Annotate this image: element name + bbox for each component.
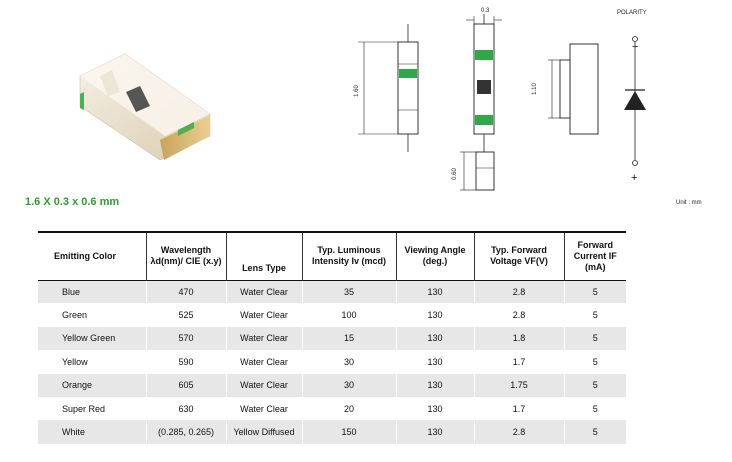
cell-emitting-color: Yellow — [62, 356, 88, 367]
cell-forward-current: 5 — [563, 396, 626, 421]
cell-forward-voltage: 1.7 — [473, 350, 564, 374]
cell-viewing-angle: 130 — [395, 396, 474, 421]
polarity-symbol — [624, 36, 646, 166]
polarity-plus: + — [631, 172, 638, 184]
width-dimension: 0.3 — [481, 8, 490, 14]
front-view — [358, 24, 419, 152]
cell-lens-type: Water Clear — [225, 396, 302, 421]
polarity-minus: − — [632, 41, 639, 53]
pad-dimension: 1.10 — [531, 83, 538, 95]
header-wavelength-text: Wavelength λd(nm)/ CIE (x.y) — [150, 245, 222, 267]
cell-wavelength: 470 — [145, 280, 226, 304]
cell-luminous-intensity: 20 — [301, 396, 396, 421]
cell-viewing-angle: 130 — [395, 420, 474, 444]
cell-forward-voltage: 1.75 — [473, 373, 564, 397]
header-emitting-color-text: Emitting Color — [54, 250, 116, 261]
cell-wavelength: 570 — [145, 326, 226, 351]
cell-wavelength: 590 — [145, 350, 226, 374]
cell-viewing-angle: 130 — [395, 303, 474, 327]
cell-luminous-intensity: 35 — [301, 280, 396, 304]
cell-forward-voltage: 1.8 — [473, 326, 564, 351]
dimension-drawing — [358, 14, 599, 191]
header-lens-type-text: Lens Type — [242, 262, 286, 273]
cell-forward-voltage: 2.8 — [473, 280, 564, 304]
header-lens-type: Lens Type — [225, 232, 302, 280]
header-viewing-angle-text: Viewing Angle (deg.) — [404, 245, 466, 267]
cell-wavelength: (0.285, 0.265) — [145, 420, 226, 444]
cell-emitting-color: Yellow Green — [38, 326, 146, 351]
cell-forward-current: 5 — [563, 280, 626, 304]
cell-luminous-intensity: 150 — [301, 420, 396, 444]
header-forward-voltage: Typ. Forward Voltage VF(V) — [473, 232, 564, 280]
cell-wavelength: 605 — [145, 373, 226, 397]
cell-viewing-angle: 130 — [395, 373, 474, 397]
cell-wavelength: 525 — [145, 303, 226, 327]
cell-forward-current: 5 — [563, 350, 626, 374]
cell-lens-type: Water Clear — [225, 303, 302, 327]
cell-wavelength: 630 — [145, 396, 226, 421]
top-view — [466, 14, 502, 152]
cell-lens-type: Yellow Diffused — [225, 420, 302, 444]
cell-lens-type: Water Clear — [225, 373, 302, 397]
spec-table: Emitting Color Wavelength λd(nm)/ CIE (x… — [38, 231, 626, 444]
cell-forward-voltage: 2.8 — [473, 420, 564, 444]
cell-viewing-angle: 130 — [395, 280, 474, 304]
header-forward-current: Forward Current IF (mA) — [563, 232, 626, 280]
cell-luminous-intensity: 100 — [301, 303, 396, 327]
header-luminous-intensity-text: Typ. Luminous Intensity Iv (mcd) — [311, 245, 386, 267]
cell-lens-type: Water Clear — [225, 350, 302, 374]
cell-forward-current: 5 — [563, 326, 626, 351]
length-dimension: 1.60 — [353, 85, 360, 97]
header-forward-voltage-text: Typ. Forward Voltage VF(V) — [490, 245, 548, 267]
cell-lens-type: Water Clear — [225, 280, 302, 304]
header-emitting-color: Emitting Color — [38, 232, 146, 280]
cell-viewing-angle: 130 — [395, 326, 474, 351]
cell-emitting-color: Green — [62, 310, 88, 321]
cell-forward-current: 5 — [563, 373, 626, 397]
height-dimension: 0.60 — [451, 168, 458, 180]
cell-viewing-angle: 130 — [395, 350, 474, 374]
cell-emitting-color: Orange — [38, 373, 146, 397]
cell-forward-current: 5 — [563, 420, 626, 444]
cell-emitting-color: White — [38, 420, 146, 444]
cell-forward-voltage: 2.8 — [473, 303, 564, 327]
header-wavelength: Wavelength λd(nm)/ CIE (x.y) — [145, 232, 226, 280]
unit-caption: Unit : mm — [676, 200, 702, 206]
led-product-photo — [79, 53, 211, 161]
header-luminous-intensity: Typ. Luminous Intensity Iv (mcd) — [301, 232, 396, 280]
end-view — [460, 151, 495, 191]
size-caption: 1.6 X 0.3 x 0.6 mm — [25, 196, 120, 208]
cell-emitting-color: Blue — [38, 280, 146, 304]
header-viewing-angle: Viewing Angle (deg.) — [395, 232, 474, 280]
cell-forward-current: 5 — [563, 303, 626, 327]
header-forward-current-text: Forward Current IF (mA) — [573, 239, 617, 272]
side-view — [548, 43, 599, 135]
table-header-row: Emitting Color Wavelength λd(nm)/ CIE (x… — [38, 232, 626, 280]
cell-forward-voltage: 1.7 — [473, 396, 564, 421]
cell-luminous-intensity: 30 — [301, 350, 396, 374]
cell-lens-type: Water Clear — [225, 326, 302, 351]
cell-luminous-intensity: 30 — [301, 373, 396, 397]
cell-emitting-color: Super Red — [62, 403, 106, 414]
polarity-label: POLARITY — [617, 10, 647, 16]
cell-luminous-intensity: 15 — [301, 326, 396, 351]
